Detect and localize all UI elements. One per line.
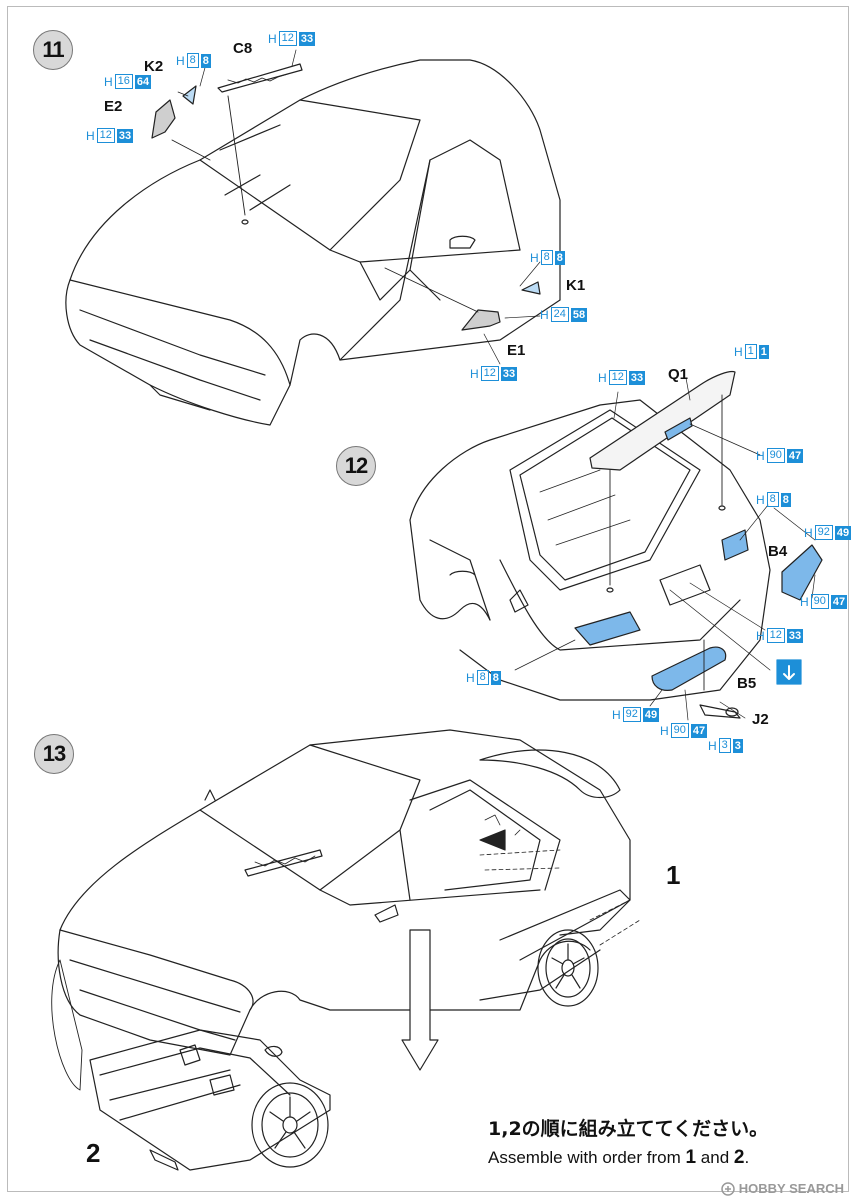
assembly-order-note: 1,2の順に組み立ててください。 Assemble with order fro… (488, 0, 828, 1169)
step13-chassis (51, 829, 641, 1171)
part-label-j2: J2 (752, 711, 769, 728)
step11-parts (151, 49, 541, 365)
part-label-b5: B5 (737, 675, 757, 692)
assembly-order-note-jp: 1,2の順に組み立ててください。 (488, 1118, 769, 1140)
step12-car-body (409, 399, 771, 701)
step13-wheels (251, 929, 599, 1168)
step-12-badge: 12 (336, 446, 376, 486)
watermark: HOBBY SEARCH (721, 1181, 844, 1196)
part-label-c8: C8 (233, 40, 253, 57)
part-label-k1: K1 (566, 277, 586, 294)
part-label-b4: B4 (768, 543, 788, 560)
part-label-e1: E1 (507, 342, 526, 359)
part-label-e2: E2 (104, 98, 123, 115)
step-13-badge: 13 (34, 734, 74, 774)
step11-car-body (65, 59, 561, 426)
step-11-badge: 11 (33, 30, 73, 70)
hobby-search-logo-icon (721, 1181, 735, 1196)
assembly-order-note-en: Assemble with order from 1 and 2. (488, 1147, 750, 1168)
order-marker-1: 1 (666, 860, 681, 890)
order-marker-2: 2 (86, 1138, 101, 1168)
part-label-k2: K2 (144, 58, 164, 75)
part-label-q1: Q1 (668, 366, 689, 383)
page-frame (7, 6, 849, 1192)
step12-parts (514, 370, 823, 721)
watermark-text: HOBBY SEARCH (738, 1181, 844, 1196)
